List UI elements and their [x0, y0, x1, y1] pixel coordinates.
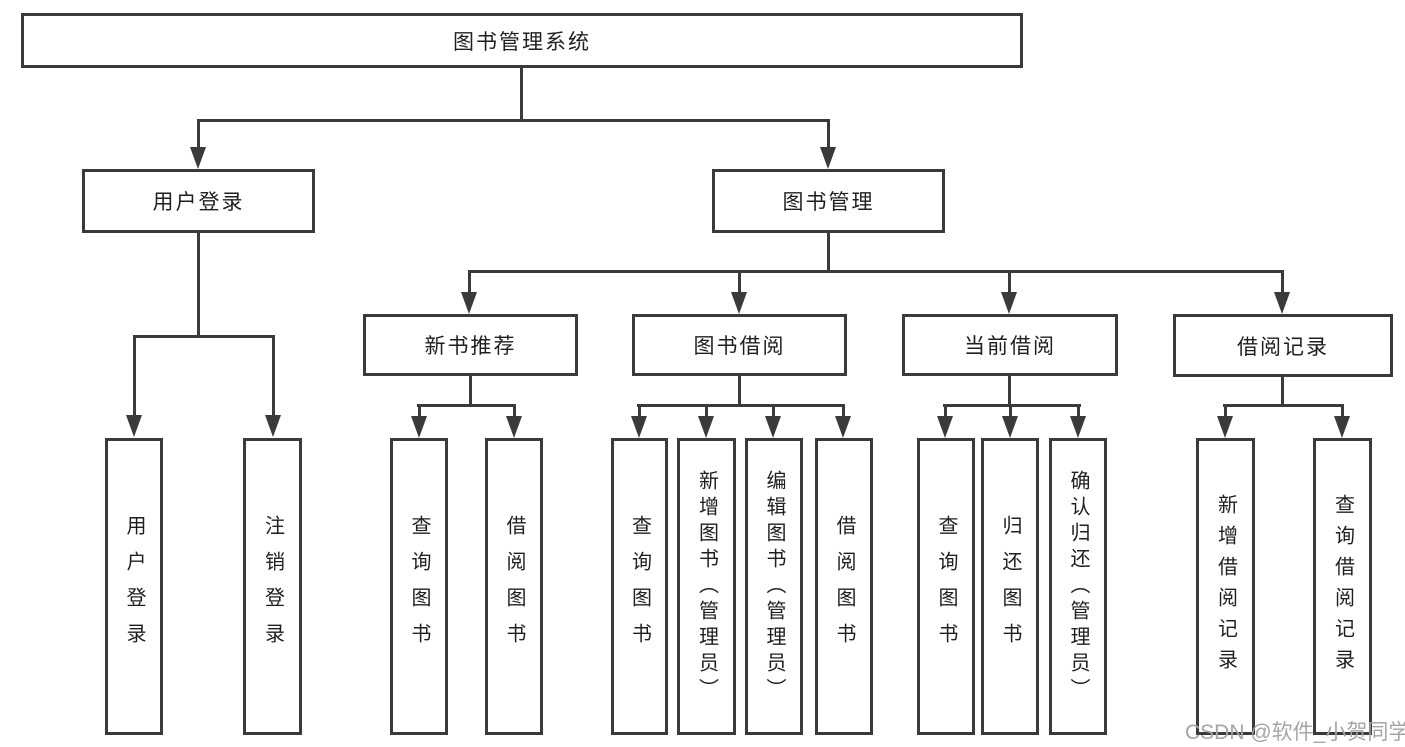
connector-to-leaf-logout — [272, 335, 275, 418]
connector-cb-leaf3 — [1077, 404, 1080, 418]
connector-br-leaf2 — [1341, 404, 1344, 418]
leaf-cb-confirm-return-admin: 确认归还（管理员） — [1049, 438, 1107, 735]
leaf-label: 新增图书（管理员） — [695, 469, 718, 704]
connector-bb-leaf2 — [705, 404, 708, 418]
leaf-br-query-borrow-record: 查询借阅记录 — [1313, 438, 1372, 735]
node-book-borrow: 图书借阅 — [632, 314, 847, 376]
leaf-cb-return-book: 归还图书 — [981, 438, 1039, 735]
connector-book-management-stem — [827, 233, 830, 272]
leaf-label: 查询图书 — [628, 514, 651, 659]
connector-cb-branch — [943, 404, 1081, 407]
node-label: 借阅记录 — [1237, 335, 1329, 359]
connector-to-book-borrow — [738, 270, 741, 294]
arrowhead-down-icon — [835, 416, 851, 438]
connector-br-branch — [1223, 404, 1344, 407]
connector-user-login-branch — [133, 335, 275, 338]
leaf-label: 归还图书 — [999, 514, 1021, 659]
connector-root-branch — [197, 119, 830, 122]
connector-br-stem — [1281, 377, 1284, 407]
connector-to-borrow-records — [1281, 270, 1284, 294]
node-user-login: 用户登录 — [82, 169, 315, 233]
arrowhead-down-icon — [820, 147, 836, 169]
arrowhead-down-icon — [1070, 416, 1086, 438]
node-label: 图书管理 — [782, 191, 875, 214]
node-book-management: 图书管理 — [712, 169, 945, 233]
arrowhead-down-icon — [1001, 292, 1017, 314]
connector-to-leaf-user-login — [133, 335, 136, 418]
connector-to-book-management — [827, 119, 830, 150]
leaf-cb-query-book: 查询图书 — [917, 438, 975, 735]
connector-bb-branch — [637, 404, 845, 407]
connector-nbr-leaf1 — [418, 404, 421, 418]
leaf-logout-login: 注销登录 — [243, 438, 302, 735]
connector-cb-leaf1 — [944, 404, 947, 418]
node-label: 用户登录 — [152, 191, 245, 214]
connector-nbr-branch — [417, 404, 516, 407]
leaf-nbr-query-book: 查询图书 — [390, 438, 448, 735]
arrowhead-down-icon — [937, 416, 953, 438]
connector-cb-leaf2 — [1009, 404, 1012, 418]
node-label: 当前借阅 — [964, 335, 1056, 358]
connector-book-management-branch — [468, 270, 1284, 273]
connector-bb-leaf3 — [772, 404, 775, 418]
leaf-label: 注销登录 — [261, 514, 284, 659]
leaf-label: 借阅图书 — [833, 514, 855, 659]
connector-nbr-stem — [469, 376, 472, 407]
leaf-label: 查询图书 — [408, 514, 430, 659]
arrowhead-down-icon — [411, 416, 427, 438]
leaf-bb-add-book-admin: 新增图书（管理员） — [677, 438, 736, 735]
connector-root-stem — [520, 68, 523, 120]
node-library-management-system: 图书管理系统 — [21, 13, 1023, 68]
leaf-nbr-borrow-book: 借阅图书 — [485, 438, 543, 735]
connector-to-new-book-recommend — [468, 270, 471, 294]
csdn-watermark: CSDN @软件_小贺同学 — [1185, 721, 1405, 744]
leaf-label: 借阅图书 — [503, 514, 525, 659]
connector-bb-leaf4 — [842, 404, 845, 418]
arrowhead-down-icon — [1002, 416, 1018, 438]
leaf-user-login: 用户登录 — [105, 438, 163, 735]
leaf-label: 新增借阅记录 — [1214, 493, 1237, 680]
arrowhead-down-icon — [698, 416, 714, 438]
leaf-br-add-borrow-record: 新增借阅记录 — [1196, 438, 1255, 735]
node-borrow-records: 借阅记录 — [1173, 314, 1393, 377]
arrowhead-down-icon — [1274, 292, 1290, 314]
connector-br-leaf1 — [1224, 404, 1227, 418]
arrowhead-down-icon — [631, 416, 647, 438]
leaf-label: 查询图书 — [935, 514, 957, 659]
leaf-bb-borrow-book: 借阅图书 — [815, 438, 873, 735]
leaf-label: 用户登录 — [123, 514, 145, 659]
arrowhead-down-icon — [265, 415, 281, 437]
node-label: 图书管理系统 — [453, 30, 591, 54]
arrowhead-down-icon — [126, 415, 142, 437]
arrowhead-down-icon — [1217, 416, 1233, 438]
connector-cb-stem — [1008, 376, 1011, 407]
node-label: 新书推荐 — [424, 335, 517, 358]
leaf-bb-query-book: 查询图书 — [611, 438, 668, 735]
connector-user-login-stem — [197, 233, 200, 338]
arrowhead-down-icon — [1334, 416, 1350, 438]
arrowhead-down-icon — [461, 292, 477, 314]
connector-to-user-login — [197, 119, 200, 150]
node-label: 图书借阅 — [693, 335, 786, 358]
leaf-label: 编辑图书（管理员） — [763, 469, 785, 704]
arrowhead-down-icon — [731, 292, 747, 314]
node-current-borrow: 当前借阅 — [902, 314, 1118, 376]
connector-bb-leaf1 — [638, 404, 641, 418]
connector-bb-stem — [738, 376, 741, 407]
leaf-label: 确认归还（管理员） — [1067, 469, 1089, 704]
leaf-label: 查询借阅记录 — [1331, 493, 1354, 680]
connector-to-current-borrow — [1008, 270, 1011, 294]
arrowhead-down-icon — [190, 147, 206, 169]
connector-nbr-leaf2 — [513, 404, 516, 418]
node-new-book-recommend: 新书推荐 — [363, 314, 578, 376]
leaf-bb-edit-book-admin: 编辑图书（管理员） — [745, 438, 803, 735]
arrowhead-down-icon — [506, 416, 522, 438]
arrowhead-down-icon — [765, 416, 781, 438]
